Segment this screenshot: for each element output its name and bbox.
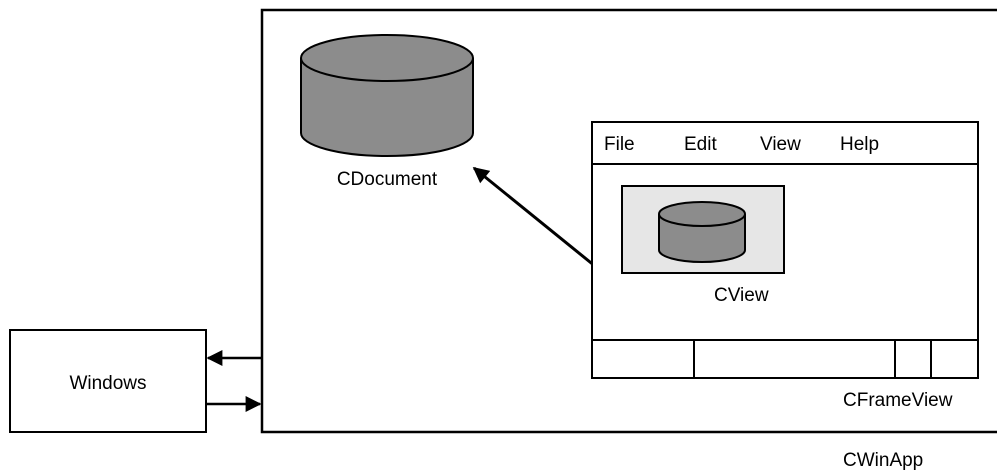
app-box xyxy=(260,8,997,434)
document-cylinder xyxy=(300,34,474,157)
view-label: CView xyxy=(714,285,769,306)
menu-item-edit[interactable]: Edit xyxy=(684,134,717,155)
app-label: CWinApp xyxy=(843,450,923,471)
windows-box xyxy=(9,329,207,433)
windows-label: Windows xyxy=(69,373,146,394)
menu-item-file[interactable]: File xyxy=(604,134,635,155)
view-to-document-arrow xyxy=(472,166,607,277)
menu-item-view[interactable]: View xyxy=(760,134,801,155)
document-label: CDocument xyxy=(337,169,438,190)
view-cylinder-icon xyxy=(658,201,746,263)
menu-item-help[interactable]: Help xyxy=(840,134,879,155)
frame-label: CFrameView xyxy=(843,390,953,411)
